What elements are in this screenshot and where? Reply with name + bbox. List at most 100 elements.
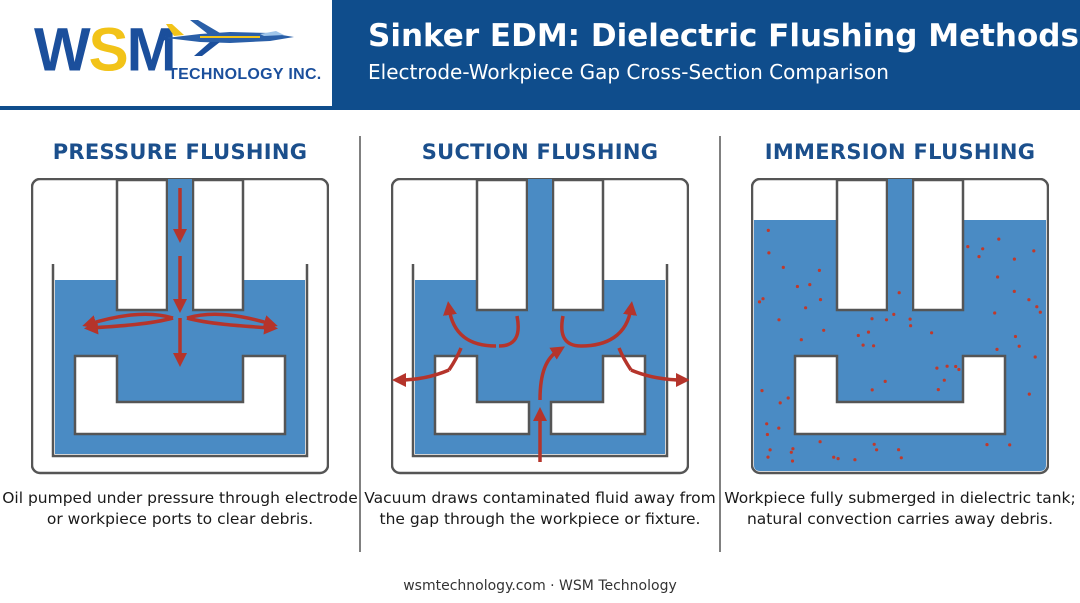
flow-arrow-segments [447,315,633,371]
debris-particle [786,396,790,400]
debris-particle [861,343,865,347]
debris-particle [993,311,997,315]
title-bar [332,0,1080,106]
debris-particle [1012,257,1016,261]
electrode-channel [528,179,552,311]
immersion-flushing-title: IMMERSION FLUSHING [764,140,1036,164]
debris-particle [935,366,939,370]
panel-divider [719,136,721,552]
debris-particle [1038,310,1042,314]
debris-particle [936,388,940,392]
debris-particle [945,364,949,368]
suction-flushing-diagram [391,178,689,475]
debris-particle [897,448,901,452]
debris-particle [804,306,808,310]
electrode-left-wall [115,178,169,312]
logo-area: WSM TECHNOLOGY INC. [0,0,332,106]
debris-particle [883,379,887,383]
debris-particle [1008,443,1012,447]
electrode-channel [888,179,912,311]
debris-particle [884,318,889,322]
debris-particle [765,432,769,437]
debris-particle [789,450,793,454]
debris-particle [822,328,826,332]
page-subtitle: Electrode-Workpiece Gap Cross-Section Co… [368,60,889,84]
pressure-flushing-diagram [31,178,329,475]
wsm-logo: WSM [34,15,177,84]
debris-particle [778,401,782,405]
debris-particle [866,330,871,334]
debris-particle [872,442,876,446]
debris-particle [995,347,999,351]
debris-particle [795,284,799,289]
electrode-right-wall [191,178,245,312]
debris-particle [957,367,961,372]
debris-particle [836,457,840,461]
workpiece-left [433,354,531,436]
debris-particle [832,455,836,459]
footer-credit: wsmtechnology.com · WSM Technology [403,578,677,594]
debris-particle [1035,305,1039,309]
debris-particle [766,228,770,232]
debris-particle [942,378,946,382]
tank-wall [51,264,309,458]
debris-particle [908,317,912,321]
header: WSM TECHNOLOGY INC. Sinker EDM: Dielectr… [0,0,1080,106]
debris-particle [954,364,958,369]
workpiece [73,354,287,436]
debris-particle [1027,298,1031,302]
electrode-left-wall [835,178,889,312]
debris-particle [781,265,785,269]
jet-logo-icon [162,20,294,56]
debris-particle [1027,392,1031,396]
debris-particle [808,283,812,287]
debris-particle [818,440,822,444]
debris-particle [768,448,772,452]
debris-particle [981,247,985,251]
debris-particles [757,228,1042,463]
suction-flushing-caption: Vacuum draws contaminated fluid away fro… [364,489,716,528]
debris-particle [892,312,896,316]
debris-particle [1013,334,1018,339]
debris-particle [853,458,857,462]
debris-particle [899,456,903,460]
debris-particle [818,298,823,302]
debris-particle [875,448,879,452]
debris-particle [996,275,1000,279]
debris-particle [790,459,795,463]
debris-particle [799,338,803,342]
panel-divider [359,136,361,552]
immersion-flushing-caption: Workpiece fully submerged in dielectric … [724,489,1076,528]
debris-particle [872,344,876,348]
flow-arrows [82,188,278,367]
debris-particle [760,389,764,393]
page-title: Sinker EDM: Dielectric Flushing Methods [368,18,1079,54]
debris-particle [791,447,795,451]
debris-particle [1012,289,1016,293]
debris-particle [897,291,901,295]
debris-particle [856,333,860,338]
debris-particle [777,318,781,322]
debris-particle [817,268,821,272]
debris-particle [765,422,769,426]
debris-particle [870,388,874,392]
electrode-left-wall [475,178,529,312]
debris-particle [1032,249,1036,253]
electrode-right-wall [551,178,605,312]
header-rule [0,106,1080,110]
debris-particle [977,255,981,259]
pressure-flushing-title: PRESSURE FLUSHING [52,140,308,164]
debris-particle [777,426,781,430]
debris-particle [985,443,989,447]
debris-particle [997,237,1001,241]
debris-particle [1033,355,1037,359]
debris-particle [1017,344,1021,348]
electrode-right-wall [911,178,965,312]
debris-particle [766,455,770,459]
suction-flushing-title: SUCTION FLUSHING [421,140,659,164]
debris-particle [930,331,934,335]
workpiece-right [549,354,647,436]
debris-particle [909,324,913,328]
debris-particle [966,245,970,249]
debris-particle [767,251,771,255]
